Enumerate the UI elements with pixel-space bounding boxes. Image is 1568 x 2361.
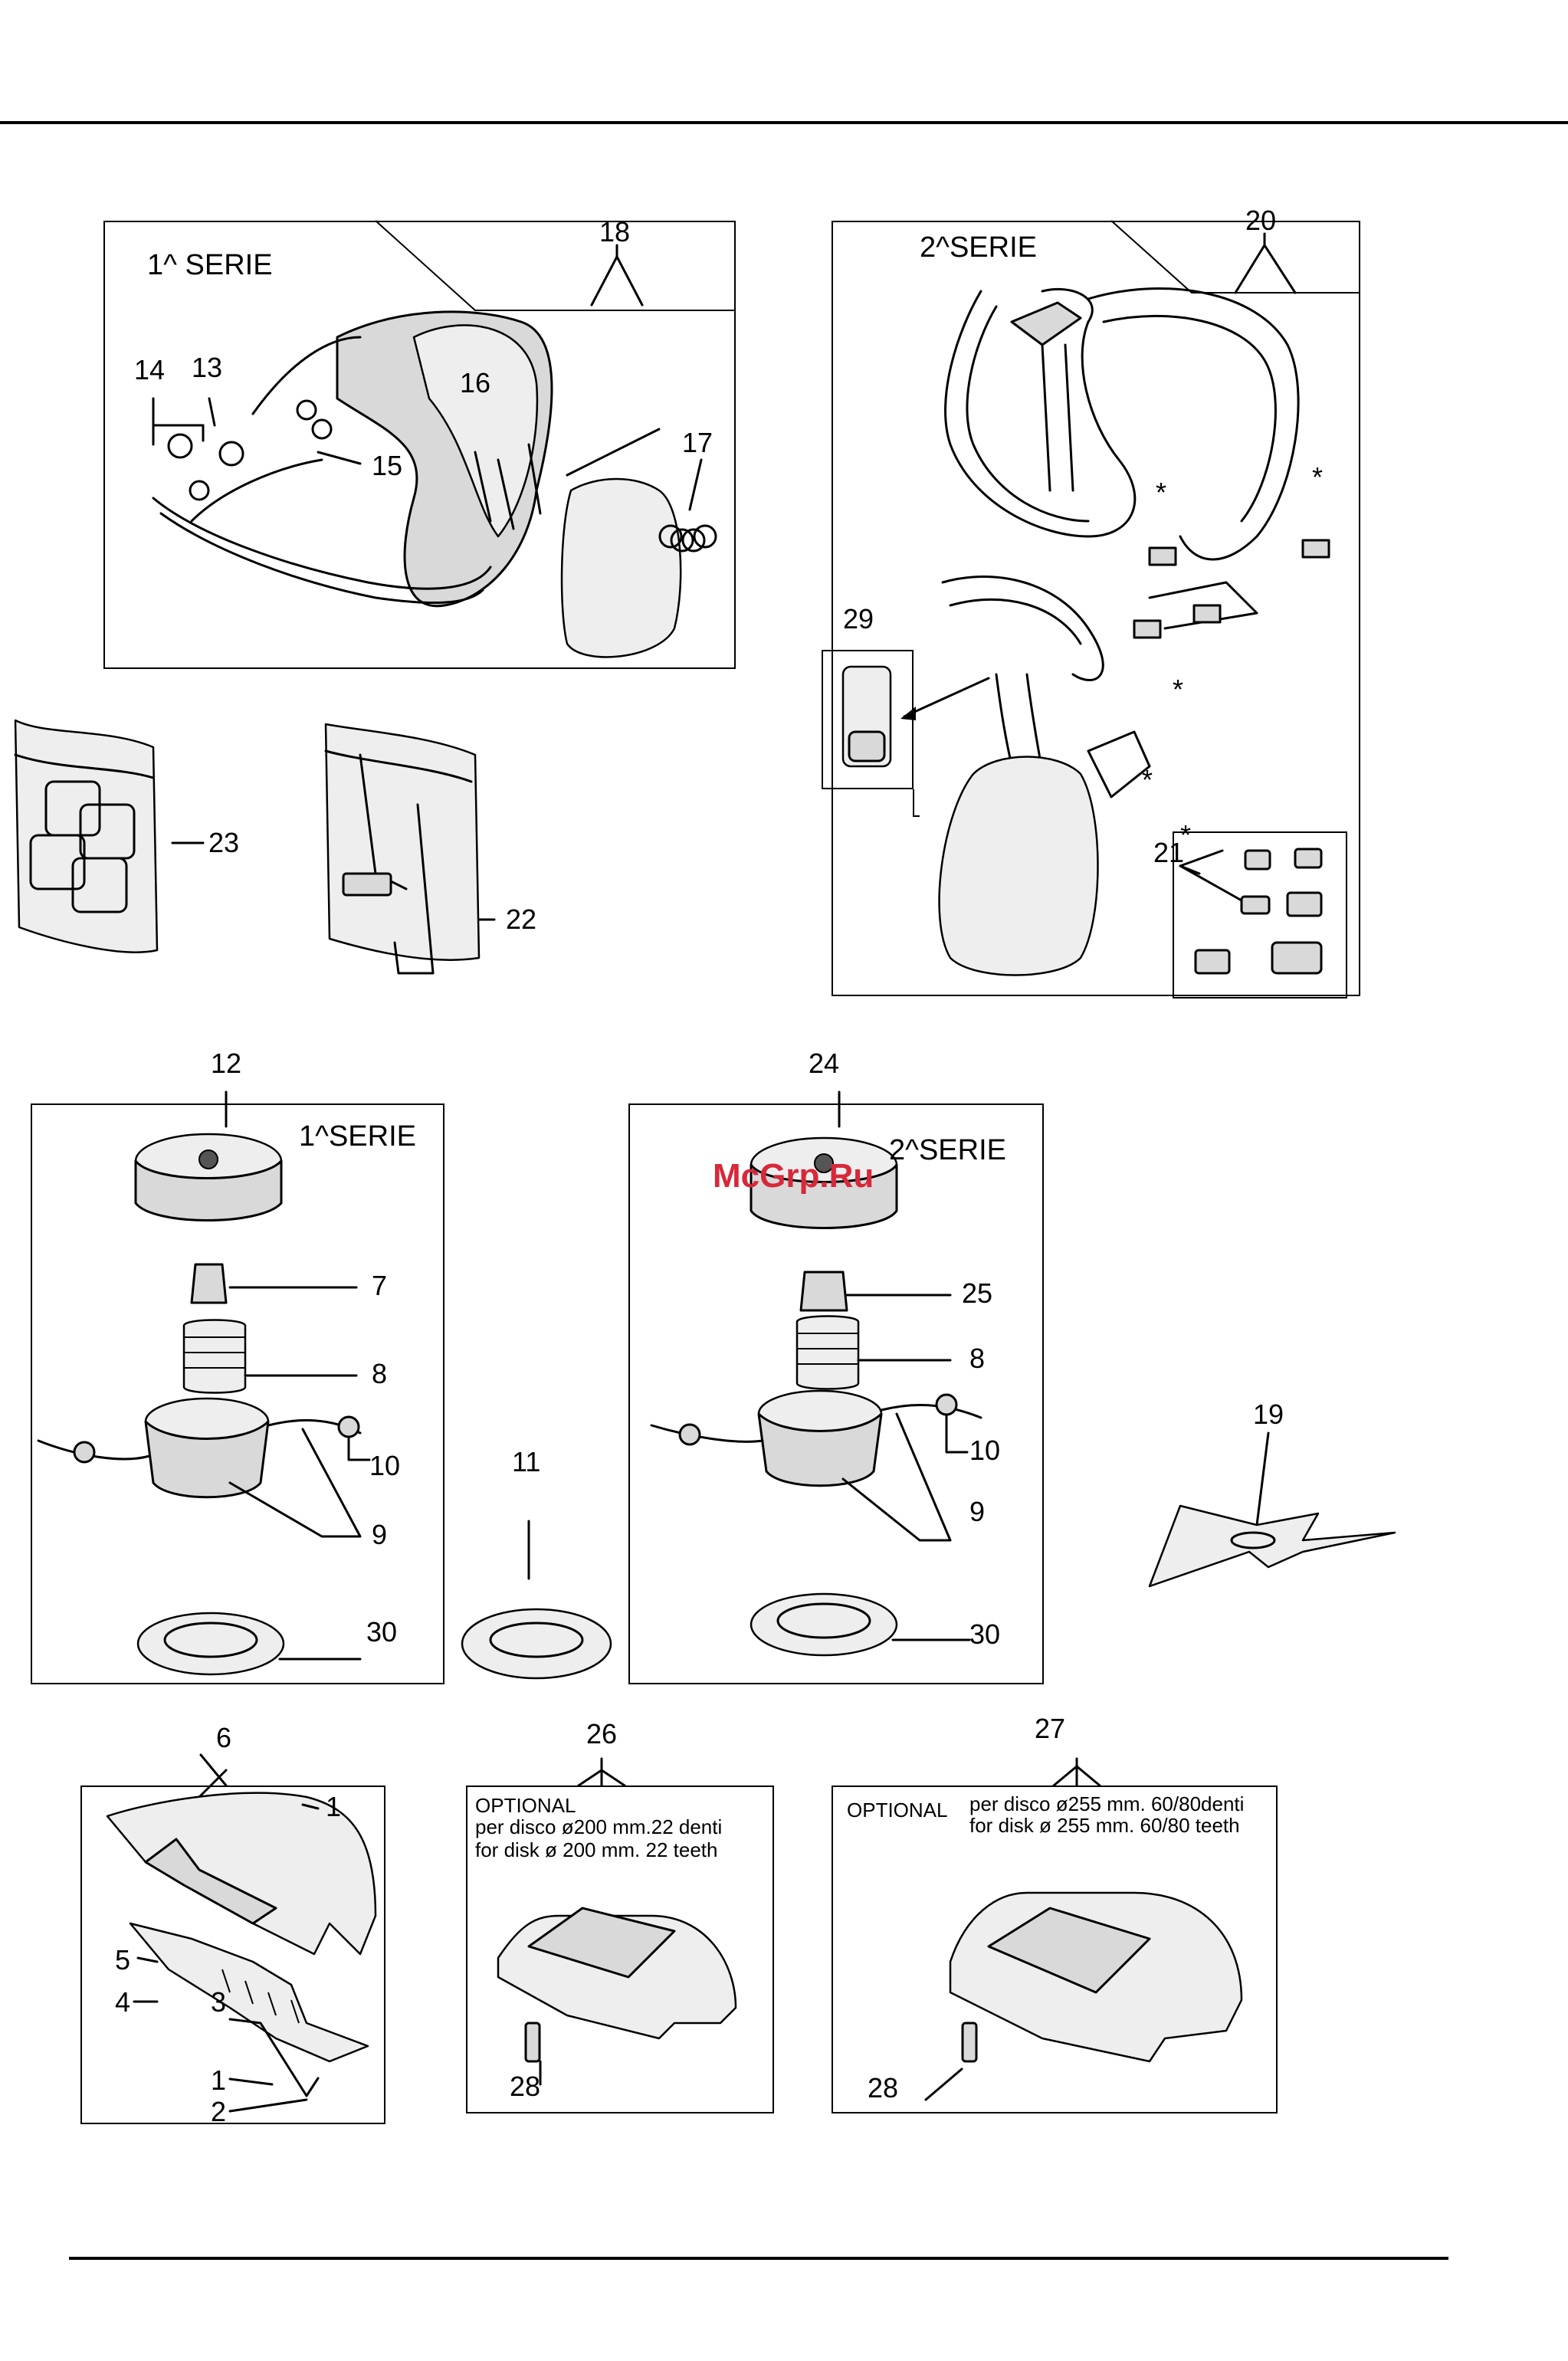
callout-13: 13: [192, 354, 222, 382]
callout-3: 3: [211, 1989, 226, 2016]
callout-8: 8: [969, 1345, 985, 1372]
callout-15: 15: [372, 452, 402, 480]
watermark: McGrp.Ru: [713, 1157, 874, 1195]
callout-27: 27: [1035, 1715, 1065, 1743]
callout-22: 22: [506, 906, 536, 933]
callout-24: 24: [809, 1050, 839, 1077]
optional-26-line2: for disk ø 200 mm. 22 teeth: [475, 1839, 717, 1862]
callout-4: 4: [115, 1989, 130, 2016]
asterisk-mark: *: [1156, 479, 1166, 507]
callout-11: 11: [512, 1448, 540, 1476]
optional-27-heading: OPTIONAL: [847, 1799, 947, 1822]
asterisk-mark: *: [1312, 464, 1323, 491]
series-label-harness-2: 2^SERIE: [920, 231, 1037, 264]
callout-23: 23: [208, 829, 239, 857]
callout-9: 9: [969, 1498, 985, 1526]
callout-26: 26: [586, 1720, 617, 1748]
callout-10: 10: [369, 1452, 400, 1480]
optional-27-line1: per disco ø255 mm. 60/80denti: [969, 1793, 1244, 1816]
callout-9: 9: [372, 1521, 387, 1549]
callout-12: 12: [211, 1050, 241, 1077]
callout-28: 28: [868, 2074, 898, 2102]
series-label-harness-1: 1^ SERIE: [147, 249, 273, 282]
callout-1: 1: [211, 2067, 226, 2094]
optional-27-line2: for disk ø 255 mm. 60/80 teeth: [969, 1815, 1240, 1838]
callout-14: 14: [134, 356, 165, 384]
optional-26-line1: per disco ø200 mm.22 denti: [475, 1816, 722, 1839]
series-label-head-1: 1^SERIE: [299, 1120, 416, 1153]
callout-18: 18: [599, 218, 630, 246]
callout-21: 21: [1153, 839, 1184, 867]
optional-26-heading: OPTIONAL: [475, 1795, 576, 1818]
callout-17: 17: [682, 429, 713, 457]
callout-6: 6: [216, 1724, 231, 1752]
callout-10: 10: [969, 1437, 1000, 1464]
callout-19: 19: [1253, 1401, 1284, 1428]
callout-1: 1: [326, 1793, 341, 1821]
callout-16: 16: [460, 369, 490, 397]
callout-25: 25: [962, 1280, 992, 1307]
callout-29: 29: [843, 605, 874, 633]
callout-20: 20: [1245, 207, 1276, 234]
callout-8: 8: [372, 1360, 387, 1388]
callout-7: 7: [372, 1272, 387, 1300]
asterisk-mark: *: [1142, 766, 1153, 794]
asterisk-mark: *: [1173, 676, 1183, 703]
callout-30: 30: [366, 1618, 397, 1646]
callout-2: 2: [211, 2098, 226, 2126]
series-label-head-2: 2^SERIE: [889, 1134, 1006, 1167]
callout-28: 28: [510, 2073, 540, 2100]
callout-30: 30: [969, 1621, 1000, 1648]
callout-5: 5: [115, 1946, 130, 1974]
